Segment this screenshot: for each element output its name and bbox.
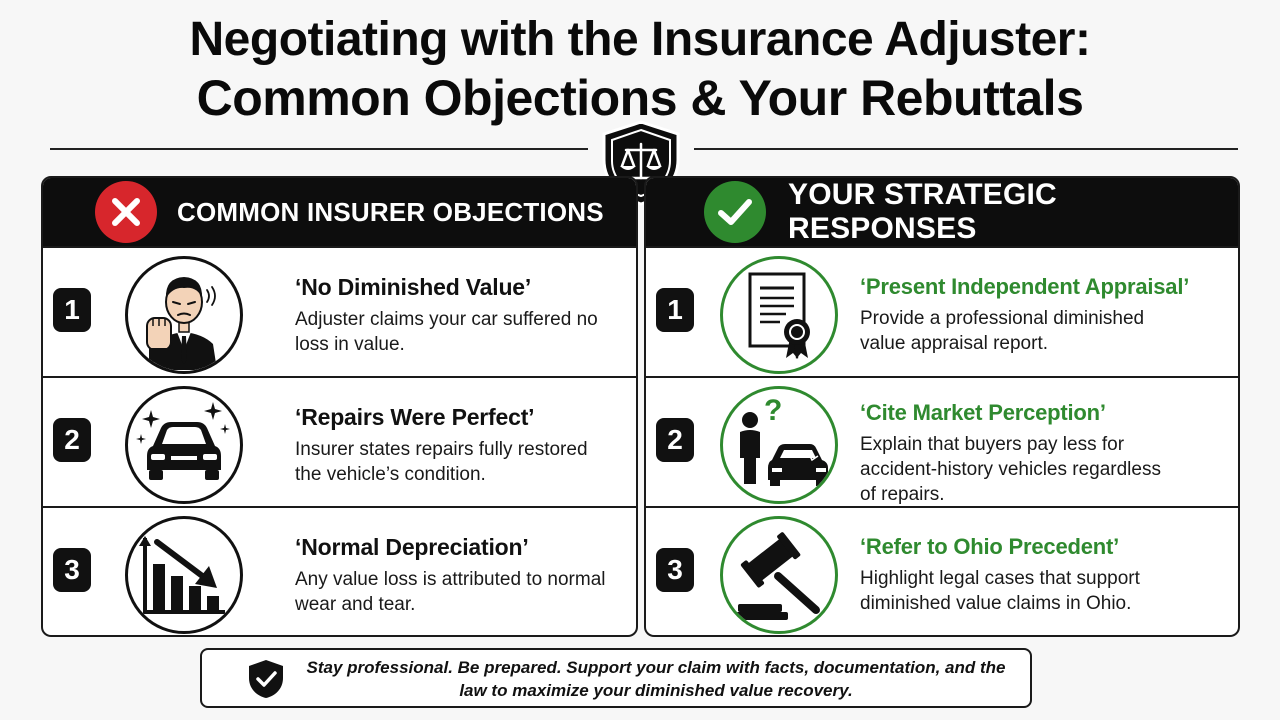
response-title: ‘Refer to Ohio Precedent’ [860, 534, 1120, 559]
objection-row: 2 ‘Repairs Were Perfect’ Insurer states … [43, 376, 636, 506]
objection-text: ‘No Diminished Value’ Adjuster claims yo… [295, 274, 626, 357]
responses-header: YOUR STRATEGIC RESPONSES [646, 178, 1238, 246]
adjuster-stop-hand-icon [125, 256, 243, 374]
response-title: ‘Cite Market Perception’ [860, 400, 1106, 425]
objections-panel: COMMON INSURER OBJECTIONS 1 ‘No Diminish… [41, 176, 638, 637]
objection-title: ‘Repairs Were Perfect’ [295, 404, 535, 430]
page-title-line-2: Common Objections & Your Rebuttals [196, 70, 1084, 126]
objection-description: Any value loss is attributed to normal w… [295, 569, 606, 615]
response-text: ‘Cite Market Perception’ Explain that bu… [860, 400, 1228, 507]
response-row: 3 ‘Refer to Ohio Precedent’ Highlight le… [646, 506, 1238, 635]
response-number: 2 [656, 418, 694, 462]
svg-text:?: ? [764, 394, 782, 427]
objection-number: 3 [53, 548, 91, 592]
page-title: Negotiating with the Insurance Adjuster:… [0, 12, 1280, 128]
response-row: 2 ? ‘Cite Market Perception’ Explain tha… [646, 376, 1238, 506]
x-icon [95, 181, 157, 243]
responses-panel: YOUR STRATEGIC RESPONSES 1 ‘Present Inde… [644, 176, 1240, 637]
objection-title: ‘No Diminished Value’ [295, 274, 532, 300]
responses-heading: YOUR STRATEGIC RESPONSES [788, 178, 1057, 245]
response-number: 1 [656, 288, 694, 332]
footer-text: Stay professional. Be prepared. Support … [306, 658, 1006, 700]
response-description: Provide a professional diminished value … [860, 308, 1145, 354]
response-text: ‘Present Independent Appraisal’ Provide … [860, 274, 1228, 356]
objection-number: 1 [53, 288, 91, 332]
gavel-icon [720, 516, 838, 634]
divider-left [50, 148, 588, 150]
objection-text: ‘Repairs Were Perfect’ Insurer states re… [295, 404, 626, 487]
response-description: Highlight legal cases that support dimin… [860, 568, 1140, 614]
shield-check-icon [249, 660, 283, 698]
objection-description: Insurer states repairs fully restored th… [295, 439, 588, 485]
objection-number: 2 [53, 418, 91, 462]
response-title: ‘Present Independent Appraisal’ [860, 274, 1190, 299]
declining-chart-icon [125, 516, 243, 634]
response-row: 1 ‘Present Independent Appraisal’ Provid… [646, 246, 1238, 376]
objections-header: COMMON INSURER OBJECTIONS [43, 178, 636, 246]
page-title-line-1: Negotiating with the Insurance Adjuster: [189, 13, 1091, 66]
divider-right [694, 148, 1238, 150]
response-text: ‘Refer to Ohio Precedent’ Highlight lega… [860, 534, 1228, 616]
response-description: Explain that buyers pay less for acciden… [860, 434, 1161, 505]
checkmark-icon [704, 181, 766, 243]
footer-callout: Stay professional. Be prepared. Support … [200, 648, 1032, 708]
objections-heading: COMMON INSURER OBJECTIONS [177, 196, 604, 227]
objection-text: ‘Normal Depreciation’ Any value loss is … [295, 534, 626, 617]
buyer-question-car-icon: ? [720, 386, 838, 504]
response-number: 3 [656, 548, 694, 592]
objection-row: 1 ‘No Diminished Value’ Adjuster claims … [43, 246, 636, 376]
sparkling-car-icon [125, 386, 243, 504]
certificate-icon [720, 256, 838, 374]
objection-row: 3 ‘Normal Depreciation’ Any value loss i… [43, 506, 636, 635]
objection-description: Adjuster claims your car suffered no los… [295, 309, 598, 355]
objection-title: ‘Normal Depreciation’ [295, 534, 529, 560]
